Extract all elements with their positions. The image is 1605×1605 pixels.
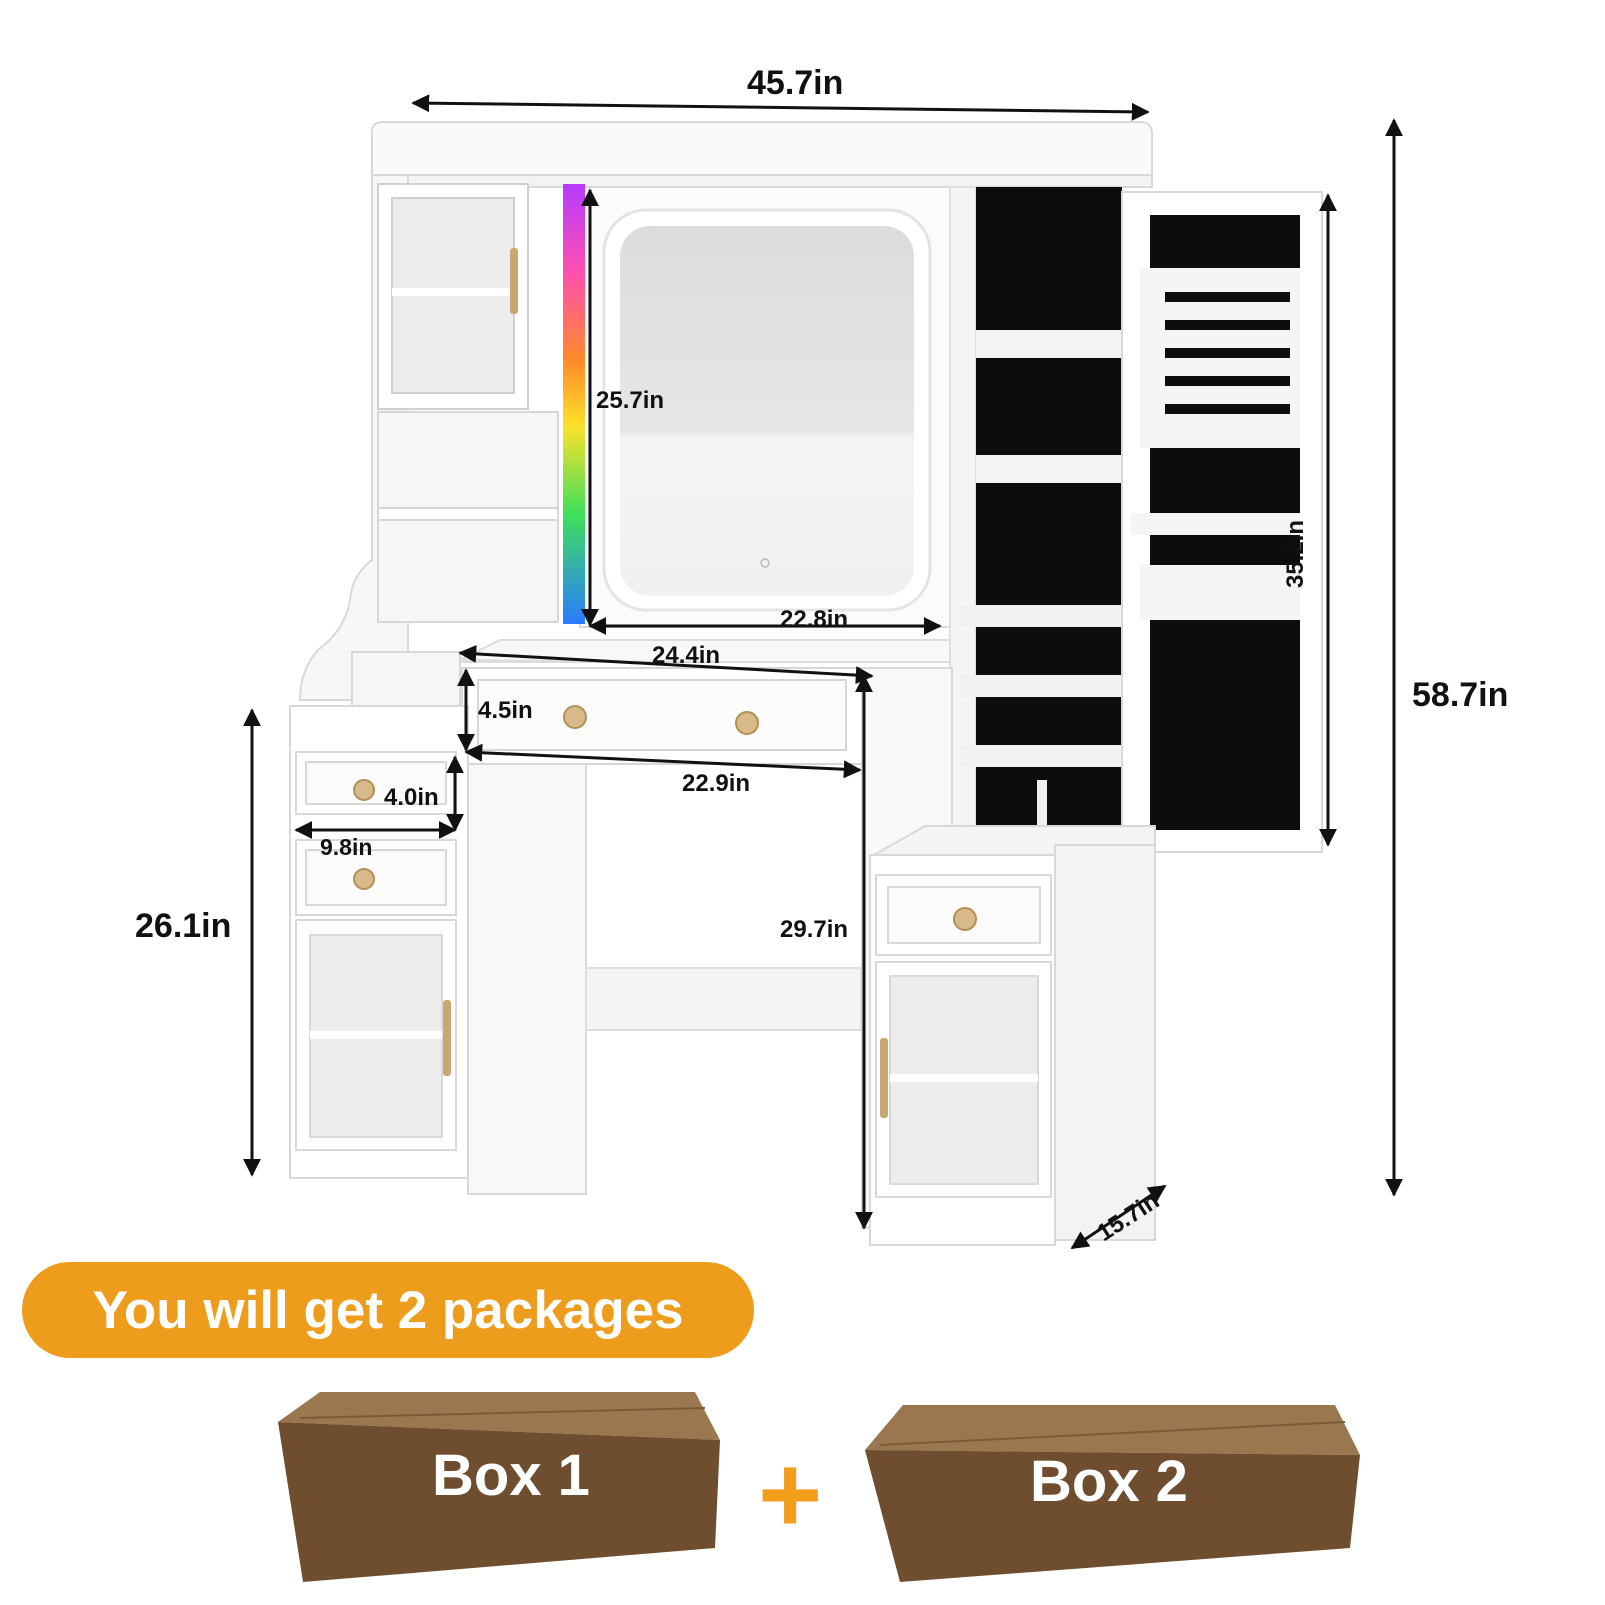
center-drawer-height-label: 4.5in bbox=[478, 697, 533, 724]
small-drawer-width-label: 9.8in bbox=[320, 834, 373, 860]
led-mirror bbox=[602, 208, 932, 612]
rgb-light-strip bbox=[563, 184, 585, 624]
upper-glass-cabinet bbox=[377, 183, 529, 410]
small-drawer-height-label: 4.0in bbox=[384, 784, 439, 811]
box-1-illustration bbox=[278, 1392, 720, 1582]
box-1-label: Box 1 bbox=[432, 1443, 590, 1508]
total-height-label: 58.7in bbox=[1412, 676, 1509, 714]
jewelry-cabinet bbox=[960, 187, 1122, 830]
left-pedestal bbox=[289, 651, 587, 1195]
center-drawer-width-label: 22.9in bbox=[682, 770, 751, 797]
jewelry-height-label: 35.2in bbox=[1282, 519, 1310, 589]
left-shelves bbox=[377, 411, 559, 623]
box-2-label: Box 2 bbox=[1030, 1449, 1188, 1514]
packages-banner-text: You will get 2 packages bbox=[92, 1280, 684, 1340]
mirror-width-label: 22.8in bbox=[780, 606, 849, 633]
plus-sign: + bbox=[758, 1433, 823, 1556]
mirror-height-label: 25.7in bbox=[596, 387, 665, 414]
packages-banner: You will get 2 packages bbox=[22, 1262, 754, 1358]
box-2-illustration bbox=[865, 1405, 1360, 1582]
left-cabinet-height-label: 26.1in bbox=[135, 907, 232, 945]
total-width-label: 45.7in bbox=[747, 64, 844, 102]
desk-height-label: 29.7in bbox=[780, 916, 849, 943]
right-pedestal bbox=[861, 667, 1156, 1246]
desk-width-label: 24.4in bbox=[652, 642, 721, 669]
dimension-lines bbox=[243, 94, 1403, 1250]
jewelry-door bbox=[1121, 191, 1323, 853]
